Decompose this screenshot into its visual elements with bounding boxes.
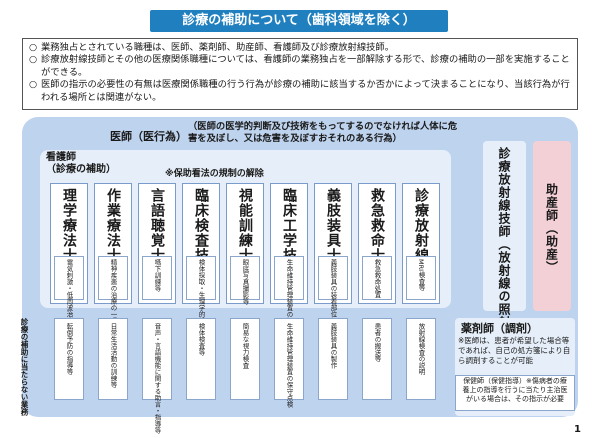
profession-task: 救急救命処置 bbox=[362, 256, 392, 300]
intro-box: 業務独占とされている職種は、医師、薬剤師、助産師、看護師及び診療放射線技師。 診… bbox=[22, 38, 578, 110]
non-assist-label: 診療の補助に当たらない業務 bbox=[20, 318, 36, 428]
profession-task-text: 義肢装具の装着部位の採型、身体への適合 bbox=[329, 259, 337, 383]
profession-task-text: 検体採取・生理学的検査 bbox=[197, 259, 205, 331]
non-assist-task-text: 音声・言語機能に関する助言・指導等 bbox=[153, 323, 161, 434]
deregulation-label: ※保助看法の規制の解除 bbox=[165, 169, 264, 179]
profession-task: 生命維持管理装置の操作 bbox=[274, 256, 304, 331]
profession-task-text: 嚥下訓練等 bbox=[153, 259, 161, 292]
non-assist-task: 転倒予防の指導等 bbox=[54, 318, 84, 400]
profession-task-text: 電気刺激・低周波治療等 bbox=[65, 259, 73, 331]
profession-name: 義肢装具士 bbox=[325, 188, 341, 263]
page-number: 1 bbox=[574, 424, 581, 435]
midwife-box: 助産師（助産） bbox=[533, 141, 571, 311]
profession-name-wrap: 義肢装具士 bbox=[315, 188, 351, 263]
radiology-label: 診療放射線技師（放射線の照射） bbox=[497, 147, 511, 342]
radiology-box: 診療放射線技師（放射線の照射） bbox=[483, 141, 526, 342]
intro-item: 診療放射線技師とその他の医療関係職種については、看護師の業務独占を一部解除する形… bbox=[29, 54, 571, 79]
profession-task: 眼底写真撮影等 bbox=[230, 256, 260, 305]
physician-label: 医師（医行為） bbox=[110, 130, 187, 143]
non-assist-task-text: 検体検査等 bbox=[197, 323, 205, 356]
nurse-title: 看護師 bbox=[46, 152, 76, 163]
non-assist-task-text: 放射線検査の説明 bbox=[417, 323, 425, 375]
profession-column: 義肢装具士義肢装具の装着部位の採型、身体への適合 bbox=[314, 183, 352, 383]
profession-task-text: 眼底写真撮影等 bbox=[241, 259, 249, 305]
profession-name-wrap: 救急救命士 bbox=[359, 188, 395, 263]
profession-column: 臨床工学技士生命維持管理装置の操作 bbox=[270, 183, 308, 331]
non-assist-task-text: 生命維持管理装置の保守点検 bbox=[285, 323, 293, 408]
nurse-subtitle: （診療の補助） bbox=[46, 164, 116, 175]
non-assist-task: 放射線検査の説明 bbox=[406, 318, 436, 400]
profession-name: 言語聴覚士 bbox=[149, 188, 165, 263]
profession-name: 救急救命士 bbox=[369, 188, 385, 263]
profession-name-wrap: 視能訓練士 bbox=[227, 188, 263, 263]
profession-name: 視能訓練士 bbox=[237, 188, 253, 263]
profession-task-text: 救急救命処置 bbox=[373, 259, 381, 298]
non-assist-text: 診療の補助に当たらない業務 bbox=[20, 318, 29, 416]
profession-task-text: 生命維持管理装置の操作 bbox=[285, 259, 293, 331]
profession-column: 救急救命士救急救命処置 bbox=[358, 183, 396, 304]
non-assist-task: 義肢装具の製作 bbox=[318, 318, 348, 400]
profession-name: 臨床検査技師 bbox=[193, 188, 209, 278]
nurse-label: 看護師 （診療の補助） bbox=[46, 152, 116, 176]
non-assist-task-text: 患者の搬送等 bbox=[373, 323, 381, 362]
non-assist-task: 患者の搬送等 bbox=[362, 318, 392, 400]
profession-name-wrap: 作業療法士 bbox=[95, 188, 131, 263]
profession-task: 検体採取・生理学的検査 bbox=[186, 256, 216, 331]
profession-name-wrap: 臨床工学技士 bbox=[271, 188, 307, 278]
non-assist-task: 検体検査等 bbox=[186, 318, 216, 400]
profession-column: 作業療法士精神疾患の治療の一環として作業等 bbox=[94, 183, 132, 363]
pharmacist-label: 薬剤師（調剤） bbox=[461, 322, 538, 335]
profession-name: 臨床工学技士 bbox=[281, 188, 297, 278]
pharmacist-note: ※医師は、患者が希望した場合等であれば、自己の処方箋により自ら調剤することが可能 bbox=[458, 336, 571, 365]
midwife-label: 助産師（助産） bbox=[544, 183, 559, 274]
profession-name: 理学療法士 bbox=[61, 188, 77, 263]
profession-task-text: 精神疾患の治療の一環として作業等 bbox=[109, 259, 117, 363]
profession-task: 電気刺激・低周波治療等 bbox=[54, 256, 84, 331]
page-title: 診療の補助について（歯科領域を除く） bbox=[150, 10, 448, 32]
profession-column: 視能訓練士眼底写真撮影等 bbox=[226, 183, 264, 305]
physician-description: （医師の医学的判断及び技術をもってするのでなければ人体に危害を及ぼし、又は危害を… bbox=[188, 121, 458, 144]
profession-task-text: MRI検査等 bbox=[417, 259, 425, 291]
profession-task: MRI検査等 bbox=[406, 256, 436, 300]
non-assist-task: 音声・言語機能に関する助言・指導等 bbox=[142, 318, 172, 434]
non-assist-task-text: 簡易な視力検査 bbox=[241, 323, 249, 369]
non-assist-task: 簡易な視力検査 bbox=[230, 318, 260, 400]
profession-column: 理学療法士電気刺激・低周波治療等 bbox=[50, 183, 88, 331]
profession-name-wrap: 理学療法士 bbox=[51, 188, 87, 263]
profession-name: 作業療法士 bbox=[105, 188, 121, 263]
non-assist-task-text: 義肢装具の製作 bbox=[329, 323, 337, 369]
profession-column: 臨床検査技師検体採取・生理学的検査 bbox=[182, 183, 220, 331]
intro-item: 業務独占とされている職種は、医師、薬剤師、助産師、看護師及び診療放射線技師。 bbox=[29, 42, 571, 54]
profession-task: 精神疾患の治療の一環として作業等 bbox=[98, 256, 128, 363]
non-assist-task: 生命維持管理装置の保守点検 bbox=[274, 318, 304, 408]
non-assist-task-text: 日常生活活動の訓練等 bbox=[109, 323, 117, 388]
profession-column: 言語聴覚士嚥下訓練等 bbox=[138, 183, 176, 304]
non-assist-task: 日常生活活動の訓練等 bbox=[98, 318, 128, 400]
profession-name-wrap: 臨床検査技師 bbox=[183, 188, 219, 278]
non-assist-task-text: 転倒予防の指導等 bbox=[65, 323, 73, 375]
intro-item: 医師の指示の必要性の有無は医療関係職種の行う行為が診療の補助に該当するか否かによ… bbox=[29, 79, 571, 104]
public-health-nurse-note: 保健師（保健指導）※傷病者の療養上の指導を行うに当たり主治医がいる場合は、その指… bbox=[455, 375, 575, 411]
profession-task: 義肢装具の装着部位の採型、身体への適合 bbox=[318, 256, 348, 383]
profession-name-wrap: 言語聴覚士 bbox=[139, 188, 175, 263]
profession-task: 嚥下訓練等 bbox=[142, 256, 172, 300]
